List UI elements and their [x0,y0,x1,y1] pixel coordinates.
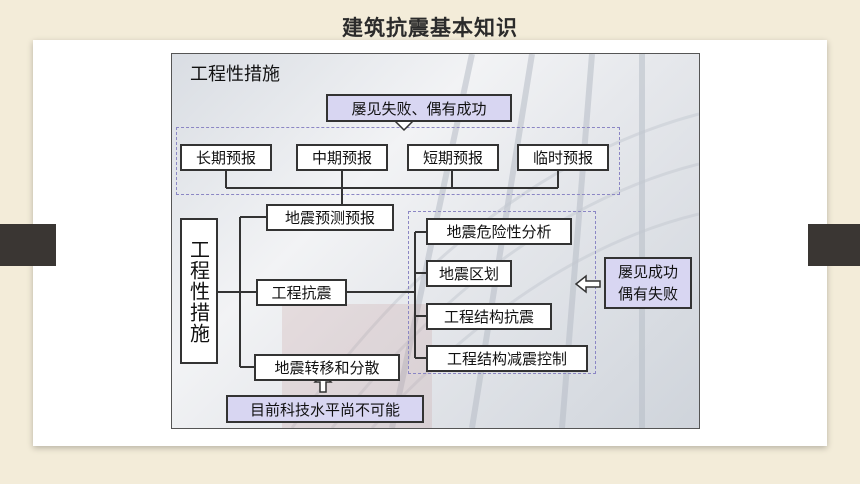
connector-lines [218,111,601,393]
sub-hazard-analysis: 地震危险性分析 [426,218,572,245]
forecast-imminent: 临时预报 [517,144,609,171]
sub-structural-seismic: 工程结构抗震 [426,303,552,330]
diagram-title: 工程性措施 [190,64,280,85]
top-summary-box: 屡见失败、偶有成功 [326,94,512,122]
right-note-line-2: 偶有失败 [617,285,678,303]
left-decor-tab [0,224,56,266]
sub-vibration-control: 工程结构减震控制 [426,345,588,372]
branch-engineering: 工程抗震 [256,279,347,306]
right-note-box: 屡见成功 偶有失败 [604,257,692,309]
slide-title: 建筑抗震基本知识 [342,16,518,40]
bottom-note-box: 目前科技水平尚不可能 [226,395,424,423]
sub-zoning: 地震区划 [426,260,512,287]
branch-forecast: 地震预测预报 [266,204,394,231]
right-note-line-1: 屡见成功 [617,263,678,281]
vertical-label: 工程性措施 [180,218,218,364]
forecast-long-term: 长期预报 [180,144,272,171]
forecast-mid-term: 中期预报 [296,144,388,171]
forecast-short-term: 短期预报 [407,144,499,171]
forecast-dashed-region [176,127,620,195]
right-decor-tab [808,224,860,266]
diagram-figure: 工程性措施 [171,53,700,429]
branch-transfer: 地震转移和分散 [254,354,400,381]
